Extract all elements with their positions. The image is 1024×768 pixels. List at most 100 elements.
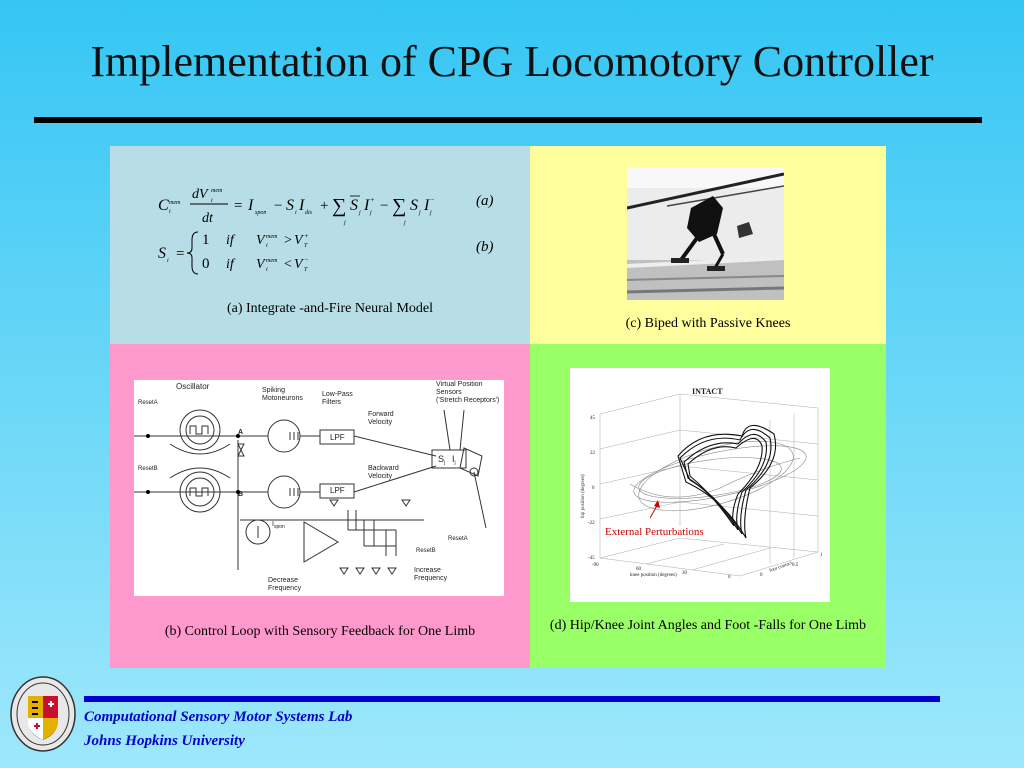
ztick-05: 0.5	[792, 563, 799, 568]
svg-text:mem: mem	[266, 258, 278, 264]
label-stretch: ('Stretch Receptors')	[436, 397, 499, 404]
equation-b-tag: (b)	[476, 239, 494, 255]
svg-text:V: V	[256, 233, 266, 248]
svg-text:S: S	[410, 197, 418, 214]
svg-text:i: i	[266, 267, 268, 273]
ytick-0: 0	[592, 486, 595, 491]
svg-text:S: S	[350, 197, 358, 214]
biped-photo	[627, 168, 784, 300]
svg-text:i: i	[266, 243, 268, 249]
svg-text:>: >	[284, 233, 292, 248]
svg-text:+: +	[370, 196, 375, 204]
svg-text:∑: ∑	[392, 195, 406, 217]
ytick-22: 22	[590, 451, 596, 456]
label-increase: Increase	[414, 567, 441, 574]
panel-b: Oscillator Spiking Motoneurons Low-Pass …	[110, 344, 530, 668]
ytick-neg22: -22	[588, 521, 595, 526]
svg-text:i: i	[169, 209, 171, 215]
label-ispon: Ispon	[272, 521, 285, 530]
equation-a-tag: (a)	[476, 193, 494, 209]
svg-text:j: j	[358, 210, 361, 216]
label-oscillator: Oscillator	[176, 382, 210, 391]
label-reset-a-left: ResetA	[138, 400, 158, 406]
label-backward: Backward	[368, 465, 399, 472]
svg-text:−: −	[304, 256, 309, 264]
footer-lab-name: Computational Sensory Motor Systems Lab	[84, 709, 353, 725]
ztick-0: 0	[760, 573, 763, 578]
svg-text:i: i	[211, 198, 213, 204]
label-node-b: B	[238, 491, 243, 498]
svg-text:mem: mem	[266, 234, 278, 240]
svg-text:S: S	[158, 245, 166, 262]
label-sensors: Sensors	[436, 389, 462, 396]
panel-d-caption: (d) Hip/Knee Joint Angles and Foot -Fall…	[549, 618, 867, 633]
label-motoneurons: Motoneurons	[262, 395, 303, 402]
slide-title: Implementation of CPG Locomotory Control…	[90, 37, 934, 86]
svg-text:spon: spon	[255, 210, 266, 216]
control-loop-diagram: Oscillator Spiking Motoneurons Low-Pass …	[134, 380, 504, 596]
svg-text:I: I	[363, 197, 370, 214]
label-reset-a-right: ResetA	[448, 536, 468, 542]
external-perturbations-annotation: External Perturbations	[604, 526, 705, 538]
xtick-0: 0	[728, 575, 731, 580]
xtick-60: 60	[636, 567, 642, 572]
svg-text:∑: ∑	[332, 195, 346, 217]
xtick-neg90: -90	[592, 563, 599, 568]
label-sensor-ij: Ij	[452, 454, 456, 466]
svg-text:j: j	[403, 220, 406, 226]
panel-grid: C mem i dV mem i dt = I spon − S i I dis…	[110, 146, 886, 668]
svg-text:1: 1	[202, 232, 210, 248]
footer-university: Johns Hopkins University	[84, 733, 245, 749]
svg-text:−: −	[380, 198, 388, 214]
svg-text:dV: dV	[192, 187, 209, 202]
panel-d: INTACT hip position (degrees) knee posit…	[530, 344, 886, 668]
svg-text:I: I	[247, 197, 254, 214]
svg-text:j: j	[343, 220, 346, 226]
label-virtual-position: Virtual Position	[436, 381, 483, 388]
label-reset-b-right: ResetB	[416, 548, 436, 554]
label-lpf-bottom: LPF	[330, 486, 345, 495]
panel-c-caption: (c) Biped with Passive Knees	[625, 316, 791, 331]
label-forward-velocity: Velocity	[368, 419, 393, 426]
svg-text:+: +	[304, 232, 309, 240]
label-filters: Filters	[322, 399, 342, 406]
svg-text:if: if	[226, 257, 236, 272]
label-increase-frequency: Frequency	[414, 575, 448, 582]
svg-text:V: V	[294, 257, 304, 272]
svg-text:+: +	[320, 198, 328, 214]
ytick-45: 45	[590, 416, 596, 421]
label-reset-b-left: ResetB	[138, 466, 158, 472]
svg-text:<: <	[284, 257, 292, 272]
svg-text:V: V	[294, 233, 304, 248]
panel-a: C mem i dV mem i dt = I spon − S i I dis…	[110, 146, 530, 344]
svg-text:i: i	[295, 210, 297, 216]
svg-text:I: I	[298, 197, 305, 214]
svg-text:−: −	[430, 196, 435, 204]
label-decrease: Decrease	[268, 577, 298, 584]
title-rule	[34, 117, 982, 123]
panel-a-caption: (a) Integrate -and-Fire Neural Model	[226, 301, 433, 316]
svg-text:I: I	[423, 197, 430, 214]
svg-text:j: j	[418, 210, 421, 216]
plot-xlabel: knee position (degrees)	[630, 573, 677, 578]
footer-rule	[84, 696, 940, 702]
svg-text:j: j	[429, 210, 432, 216]
plot-zlabel: foot contact	[769, 561, 794, 574]
svg-text:if: if	[226, 233, 236, 248]
svg-text:0: 0	[202, 256, 210, 272]
label-backward-velocity: Velocity	[368, 473, 393, 480]
svg-text:=: =	[234, 198, 242, 214]
panel-b-caption: (b) Control Loop with Sensory Feedback f…	[164, 624, 476, 639]
svg-text:dt: dt	[202, 211, 214, 226]
svg-text:i: i	[167, 258, 169, 264]
label-decrease-frequency: Frequency	[268, 585, 302, 592]
svg-text:V: V	[256, 257, 266, 272]
university-seal-icon	[10, 676, 76, 752]
xtick-30: 30	[682, 571, 688, 576]
svg-text:mem: mem	[211, 188, 223, 194]
label-node-a: A	[238, 429, 243, 436]
integrate-fire-equations: C mem i dV mem i dt = I spon − S i I dis…	[158, 187, 435, 275]
label-forward: Forward	[368, 411, 394, 418]
svg-text:T: T	[304, 243, 308, 249]
svg-text:S: S	[286, 197, 294, 214]
